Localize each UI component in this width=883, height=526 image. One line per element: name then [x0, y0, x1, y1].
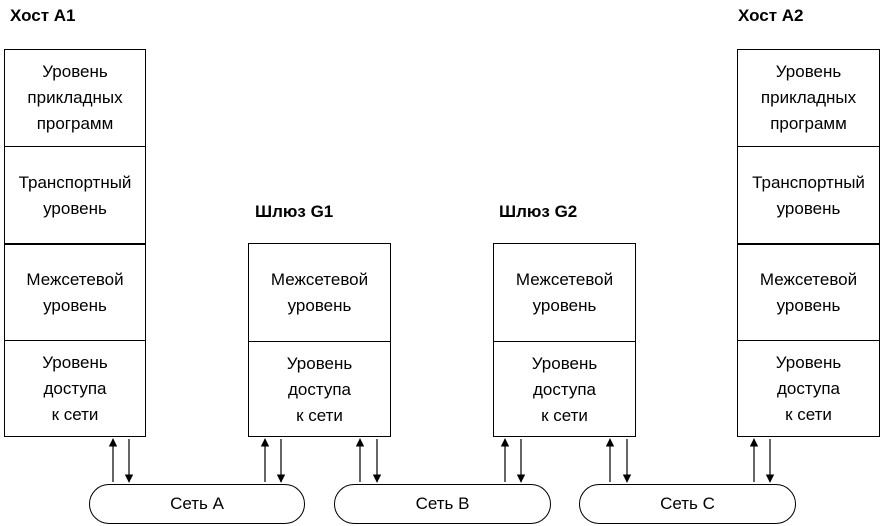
gateway-g1-network-access-layer: Уровень доступа к сети [249, 341, 390, 437]
gateway-g1-internet-layer: Межсетевой уровень [270, 269, 369, 315]
host-a1-network-access-layer: Уровень доступа к сети [5, 340, 145, 437]
host-a2-internet-layer: Межсетевой уровень [738, 243, 879, 341]
host-a2-network-access-layer: Уровень доступа к сети [738, 340, 879, 437]
host-a2-title: Хост А2 [738, 6, 804, 25]
network-c: Сеть С [579, 484, 796, 524]
host-a2-transport-layer: Транспортный уровень [738, 146, 879, 244]
gateway-g2-network-access-layer: Уровень доступа к сети [494, 341, 635, 437]
gateway-g2-stack: Межсетевой уровень Уровень доступа к сет… [493, 243, 636, 437]
gateway-g1-title: Шлюз G1 [255, 202, 334, 221]
host-a1-title: Хост А1 [10, 6, 76, 25]
gateway-g2-title: Шлюз G2 [499, 202, 578, 221]
host-a1-transport-layer: Транспортный уровень [5, 146, 145, 244]
gateway-g2-internet-layer: Межсетевой уровень [515, 269, 614, 315]
gateway-g1-stack: Межсетевой уровень Уровень доступа к сет… [248, 243, 391, 437]
host-a1-internet-layer: Межсетевой уровень [5, 243, 145, 341]
host-a2-application-layer: Уровень прикладных программ [760, 62, 857, 133]
network-a: Сеть А [89, 484, 305, 524]
host-a2-stack: Уровень прикладных программ Транспортный… [737, 49, 880, 437]
host-a1-stack: Уровень прикладных программ Транспортный… [4, 49, 146, 437]
host-a1-application-layer: Уровень прикладных программ [27, 62, 123, 133]
network-b: Сеть В [334, 484, 551, 524]
